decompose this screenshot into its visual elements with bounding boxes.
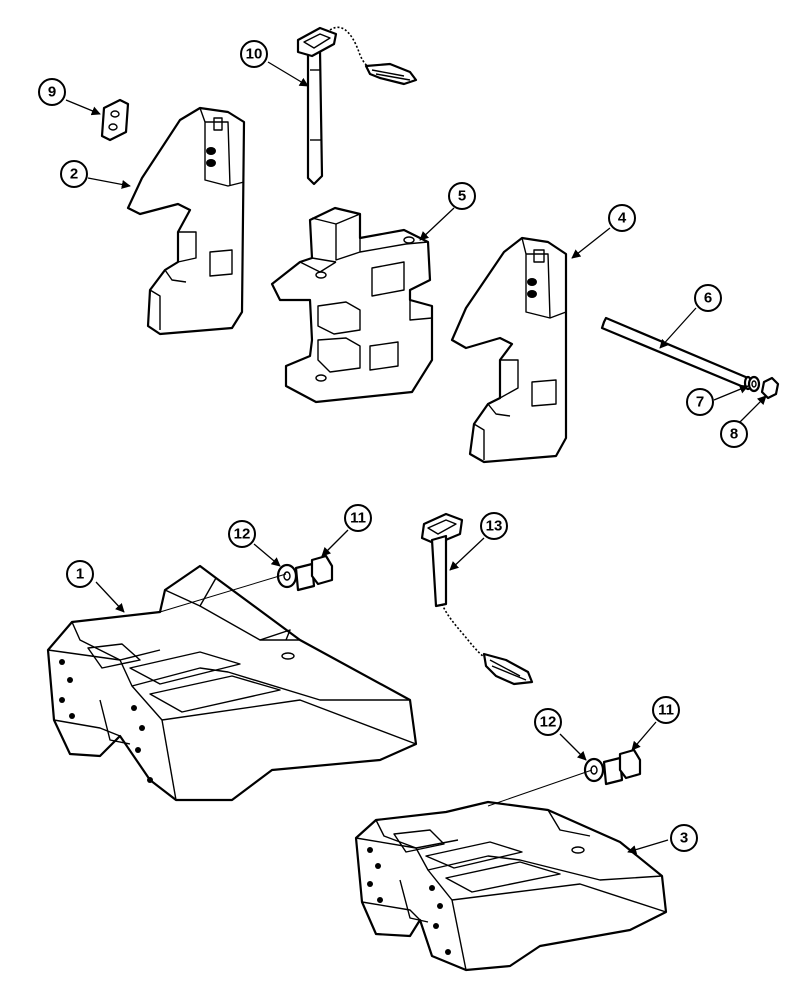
callout-13: 13: [480, 512, 508, 540]
part-6-rod: [600, 316, 753, 391]
part-9-plate: [100, 98, 130, 142]
part-8-nut: [760, 376, 780, 400]
callout-6: 6: [694, 284, 722, 312]
callout-12-upper: 12: [228, 520, 256, 548]
part-12-washer-lower: [583, 757, 605, 783]
callout-8-label: 8: [730, 426, 738, 443]
callout-1-label: 1: [76, 566, 84, 583]
callout-11-upper: 11: [344, 504, 372, 532]
callout-2-label: 2: [70, 166, 78, 183]
callout-3-label: 3: [680, 830, 688, 847]
callout-1: 1: [66, 560, 94, 588]
callout-7: 7: [686, 388, 714, 416]
callout-7-label: 7: [696, 394, 704, 411]
callout-3: 3: [670, 824, 698, 852]
upper-alignment-line: [159, 573, 287, 613]
callout-8: 8: [720, 420, 748, 448]
part-11-bolt-upper: [294, 554, 334, 592]
callout-10-label: 10: [246, 46, 263, 63]
part-5-bracket: [270, 206, 434, 404]
callout-5-label: 5: [458, 188, 466, 205]
callout-2: 2: [60, 160, 88, 188]
part-1-weight-carrier: [46, 564, 418, 802]
part-7-washer: [747, 375, 761, 393]
part-13-pin: [420, 512, 534, 686]
part-3-weight-carrier: [354, 800, 668, 972]
callout-5: 5: [448, 182, 476, 210]
lower-alignment-line: [487, 769, 593, 807]
callout-12-lower: 12: [534, 708, 562, 736]
callout-12-lower-label: 12: [540, 714, 557, 731]
callout-11-lower-label: 11: [658, 702, 674, 719]
callout-6-label: 6: [704, 290, 712, 307]
part-2-front-weight: [126, 106, 246, 336]
callout-10: 10: [240, 40, 268, 68]
callout-11-lower: 11: [652, 696, 680, 724]
callout-12-upper-label: 12: [234, 526, 251, 543]
callout-11-upper-label: 11: [350, 510, 366, 527]
callout-9: 9: [38, 78, 66, 106]
part-4-front-weight: [450, 236, 568, 464]
part-11-bolt-lower: [602, 748, 642, 786]
callout-9-label: 9: [48, 84, 56, 101]
callout-4: 4: [608, 204, 636, 232]
callout-4-label: 4: [618, 210, 627, 227]
callout-13-label: 13: [486, 518, 503, 535]
part-10-pin: [296, 26, 418, 186]
leader-lines: [65, 61, 767, 855]
